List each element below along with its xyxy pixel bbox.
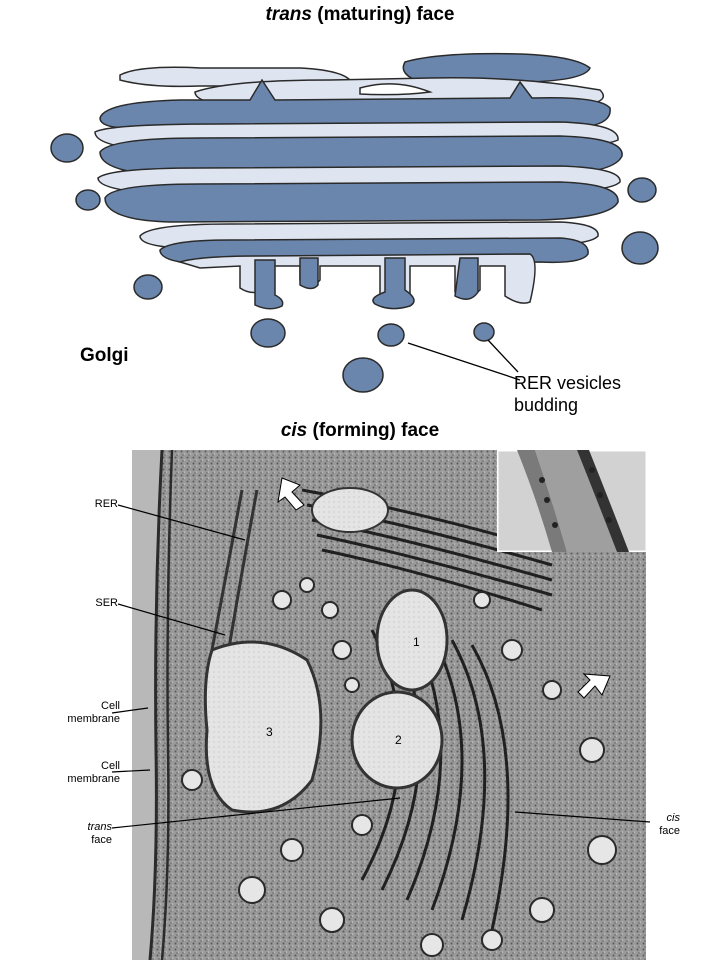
rer-vesicles-label: RER vesicles budding [514, 372, 621, 416]
cis-face-title: cis (forming) face [280, 420, 440, 441]
cis-face-line-b: face [659, 825, 680, 837]
vesicle-right-1 [627, 177, 657, 203]
leader-line-2 [487, 339, 519, 373]
vacuole-3-label: 3 [266, 725, 273, 739]
vacuole-1-shape [375, 588, 449, 692]
inset-micrograph [497, 450, 647, 552]
cis-tubule-4 [454, 257, 479, 300]
rer-label: RER [94, 498, 118, 510]
cell-membrane-1-line-b: membrane [67, 713, 120, 725]
rer-vesicles-line-1: RER vesicles [514, 373, 622, 393]
arrow-upper [277, 477, 305, 511]
vesicle-left-1 [50, 133, 84, 163]
cis-tubule-1 [254, 259, 284, 310]
golgi-label: Golgi [80, 345, 129, 366]
cisterna-gap [359, 83, 433, 96]
cell-membrane-label-2: Cell membrane [50, 760, 120, 786]
vesicle-lower-left [133, 274, 163, 300]
vacuole-2-label: 2 [395, 733, 402, 747]
cis-face-label: cis face [650, 812, 680, 838]
cis-tubule-2 [299, 257, 319, 290]
rer-vesicles-line-2: budding [514, 395, 579, 415]
medial-cisterna-2 [104, 181, 619, 223]
vacuole-3-shape [203, 640, 323, 814]
cis-face-line-a: cis [666, 812, 680, 824]
leader-line-1 [407, 342, 521, 381]
trans-face-line-b: face [91, 834, 112, 846]
cell-membrane-2-line-b: membrane [67, 773, 120, 785]
ser-label: SER [95, 597, 118, 609]
vesicle-bottom-3 [473, 322, 495, 342]
vesicle-bottom-4 [342, 357, 384, 393]
cis-tubule-3 [372, 257, 415, 310]
vesicle-bottom-1 [250, 318, 286, 348]
trans-face-label: trans face [70, 821, 112, 847]
cell-membrane-2-line-a: Cell [101, 760, 120, 772]
golgi-diagram [50, 52, 659, 393]
cell-membrane-label-1: Cell membrane [50, 700, 120, 726]
vesicle-bottom-2 [377, 323, 405, 347]
vacuole-1-label: 1 [413, 635, 420, 649]
trans-face-title: trans (maturing) face [265, 4, 455, 25]
vacuole-2-shape [350, 690, 444, 790]
vesicle-right-2 [621, 231, 659, 265]
cell-membrane-1-line-a: Cell [101, 700, 120, 712]
vesicle-left-2 [75, 189, 101, 211]
trans-face-line-a: trans [87, 821, 112, 833]
arrow-right [577, 673, 611, 699]
cis-cisterna-projections [177, 253, 536, 306]
